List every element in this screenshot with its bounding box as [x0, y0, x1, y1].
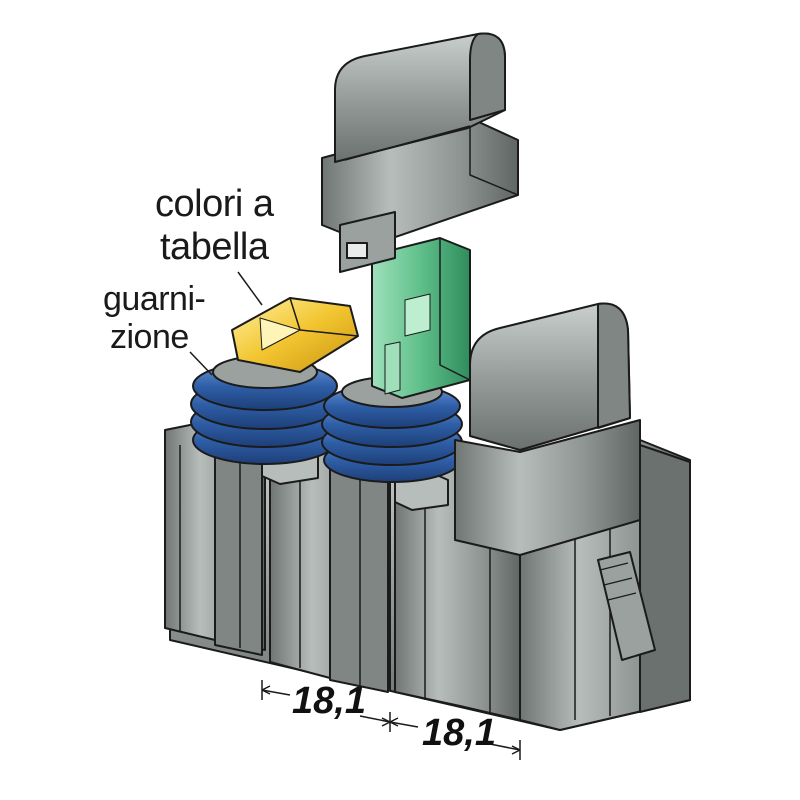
- label-colori-line2: tabella: [160, 226, 269, 268]
- dimension-right: 18,1: [422, 712, 496, 754]
- dimension-lines: [261, 680, 521, 760]
- fuse-plug-cap-right: [454, 302, 641, 556]
- green-fuse: [371, 237, 471, 399]
- label-guarni-line2: zione: [110, 318, 189, 356]
- yellow-fuse: [231, 297, 359, 373]
- label-leader-lines: [189, 271, 263, 376]
- dimension-left: 18,1: [292, 680, 366, 722]
- label-colori-line1: colori a: [155, 183, 274, 225]
- seal-left: [190, 355, 340, 465]
- fuse-plug-cap-middle: [321, 32, 519, 273]
- label-guarni-line1: guarni-: [103, 280, 206, 318]
